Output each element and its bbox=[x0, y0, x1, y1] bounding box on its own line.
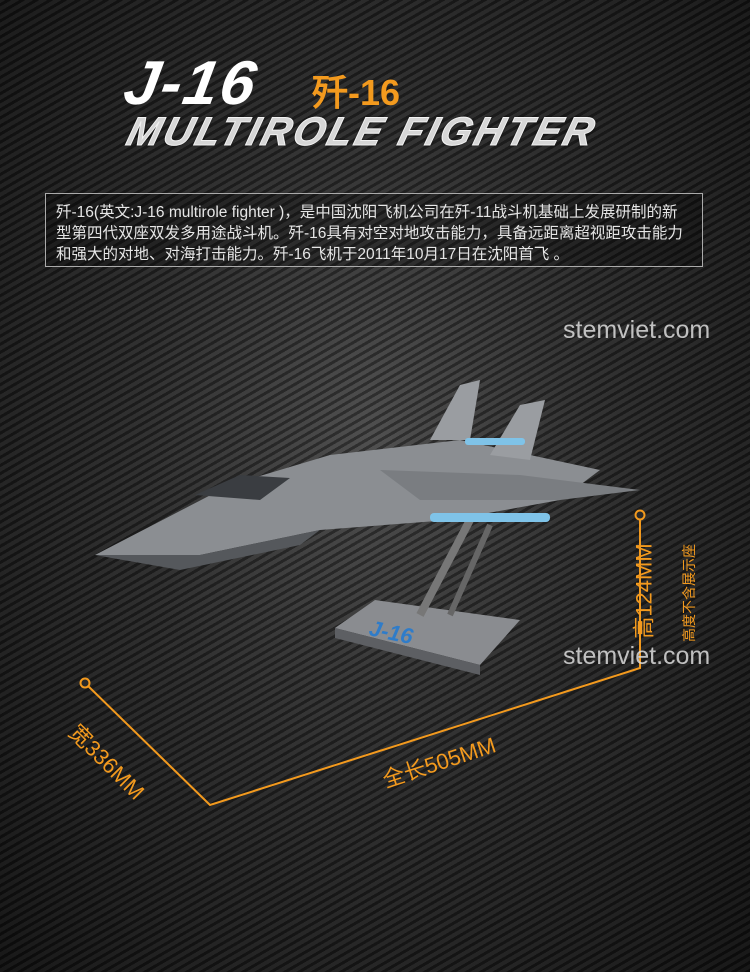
dimension-lines bbox=[79, 509, 646, 807]
watermark: stemviet.com bbox=[563, 642, 711, 670]
height-label: 高124MM bbox=[631, 543, 657, 639]
description-box: 歼-16(英文:J-16 multirole fighter )，是中国沈阳飞机… bbox=[45, 193, 703, 267]
j16-fighter-model bbox=[95, 380, 640, 570]
watermark: stemviet.com bbox=[563, 316, 711, 344]
page-title-cn: 歼-16 bbox=[312, 72, 401, 113]
height-note: 高度不含展示座 bbox=[681, 544, 697, 642]
display-stand bbox=[335, 518, 520, 675]
